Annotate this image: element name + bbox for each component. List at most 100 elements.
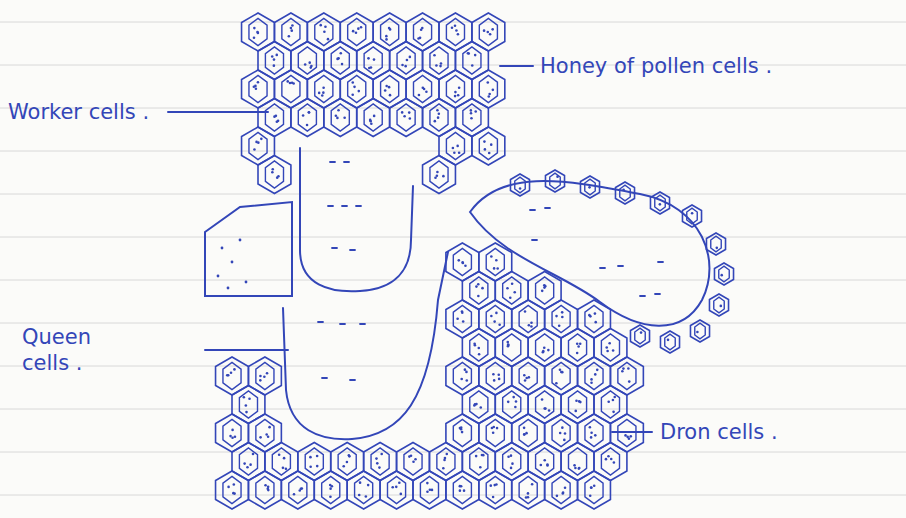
cell-dot	[531, 483, 534, 486]
cell-dot	[556, 175, 559, 178]
cell-wall	[340, 70, 373, 108]
cell-dot	[523, 433, 526, 436]
cell-inner	[239, 391, 257, 418]
cell-dot	[593, 484, 596, 487]
cell-wall	[455, 99, 488, 137]
cell-dot	[596, 369, 599, 372]
cell-dot	[406, 59, 409, 62]
cell-dot	[423, 88, 426, 91]
cell-dot	[336, 117, 339, 120]
hex-cell	[578, 414, 611, 452]
cell-dot	[451, 27, 454, 30]
cell-dot	[302, 114, 305, 117]
cell-dot	[543, 407, 546, 410]
hex-cell	[439, 127, 472, 165]
cell-wall	[512, 471, 545, 509]
cell-wall	[706, 233, 725, 255]
cell-inner	[711, 236, 721, 252]
cell-dot	[555, 382, 558, 385]
cell-dot	[475, 455, 478, 458]
hex-cell	[439, 70, 472, 108]
cell-dot	[564, 486, 567, 489]
cell-dot	[343, 116, 346, 119]
cell-wall	[258, 156, 291, 194]
queen-mark	[342, 205, 347, 207]
leader-line	[168, 111, 268, 113]
cell-dot	[462, 262, 465, 265]
cell-dot	[467, 52, 470, 55]
queen-mark	[322, 377, 327, 379]
cell-dot	[691, 212, 694, 215]
cell-inner	[453, 248, 471, 275]
cell-inner	[265, 47, 283, 74]
cell-inner	[536, 334, 554, 361]
cell-inner	[397, 104, 415, 131]
cell-dot	[492, 426, 495, 429]
cell-inner	[665, 334, 675, 350]
cell-dot	[255, 141, 258, 144]
cell-inner	[552, 305, 570, 332]
hex-cell	[709, 294, 728, 316]
cell-wall	[446, 243, 479, 281]
ruled-lines	[0, 22, 906, 495]
cell-dot	[524, 379, 527, 382]
hex-cell	[364, 443, 397, 481]
cell-dot	[477, 295, 480, 298]
hex-cell	[258, 156, 291, 194]
cell-wall	[373, 13, 406, 51]
cell-wall	[714, 263, 733, 285]
hex-cell	[495, 272, 528, 310]
cell-dot	[527, 492, 530, 495]
cell-dot	[498, 378, 501, 381]
cell-dot	[259, 375, 262, 378]
hex-cell	[610, 357, 643, 395]
cell-dot	[308, 111, 311, 114]
cell-dot	[720, 305, 723, 308]
cell-inner	[585, 305, 603, 332]
cell-dot	[608, 342, 611, 345]
cell-inner	[430, 161, 448, 188]
hex-cell	[380, 471, 413, 509]
cell-inner	[453, 419, 471, 446]
cell-inner	[364, 104, 382, 131]
cell-inner	[453, 305, 471, 332]
cell-dot	[510, 454, 513, 457]
cell-dot	[594, 434, 597, 437]
cell-dot	[561, 316, 564, 319]
ruled-line	[0, 237, 906, 238]
cell-dot	[293, 493, 296, 496]
cell-dot	[479, 406, 482, 409]
cell-dot	[342, 465, 345, 468]
cell-inner	[470, 391, 488, 418]
cell-inner	[298, 104, 316, 131]
cell-dot	[404, 65, 407, 68]
cell-dot	[543, 346, 546, 349]
cell-wall	[479, 300, 512, 338]
cell-dot	[248, 397, 251, 400]
cell-dot	[286, 80, 289, 83]
cell-inner	[348, 75, 366, 102]
cell-dot	[544, 407, 547, 410]
cell-wall	[545, 414, 578, 452]
cell-dot	[471, 64, 474, 67]
hex-cell	[594, 443, 627, 481]
cell-dot	[659, 203, 662, 206]
cell-dot	[514, 406, 517, 409]
cell-wall	[462, 272, 495, 310]
cell-dot	[348, 455, 351, 458]
cell-wall	[594, 386, 627, 424]
cell-dot	[460, 378, 463, 381]
wax-dot	[239, 239, 242, 242]
cell-dot	[461, 261, 464, 264]
cell-dot	[285, 468, 288, 471]
cell-dot	[492, 373, 495, 376]
cell-dot	[489, 33, 492, 36]
cell-wall	[561, 329, 594, 367]
cell-dot	[459, 427, 462, 430]
cell-dot	[253, 36, 256, 39]
cell-wall	[545, 300, 578, 338]
cell-dot	[696, 331, 699, 334]
queen-cell-outline	[470, 181, 709, 326]
hex-cell	[479, 414, 512, 452]
cell-wall	[274, 70, 307, 108]
